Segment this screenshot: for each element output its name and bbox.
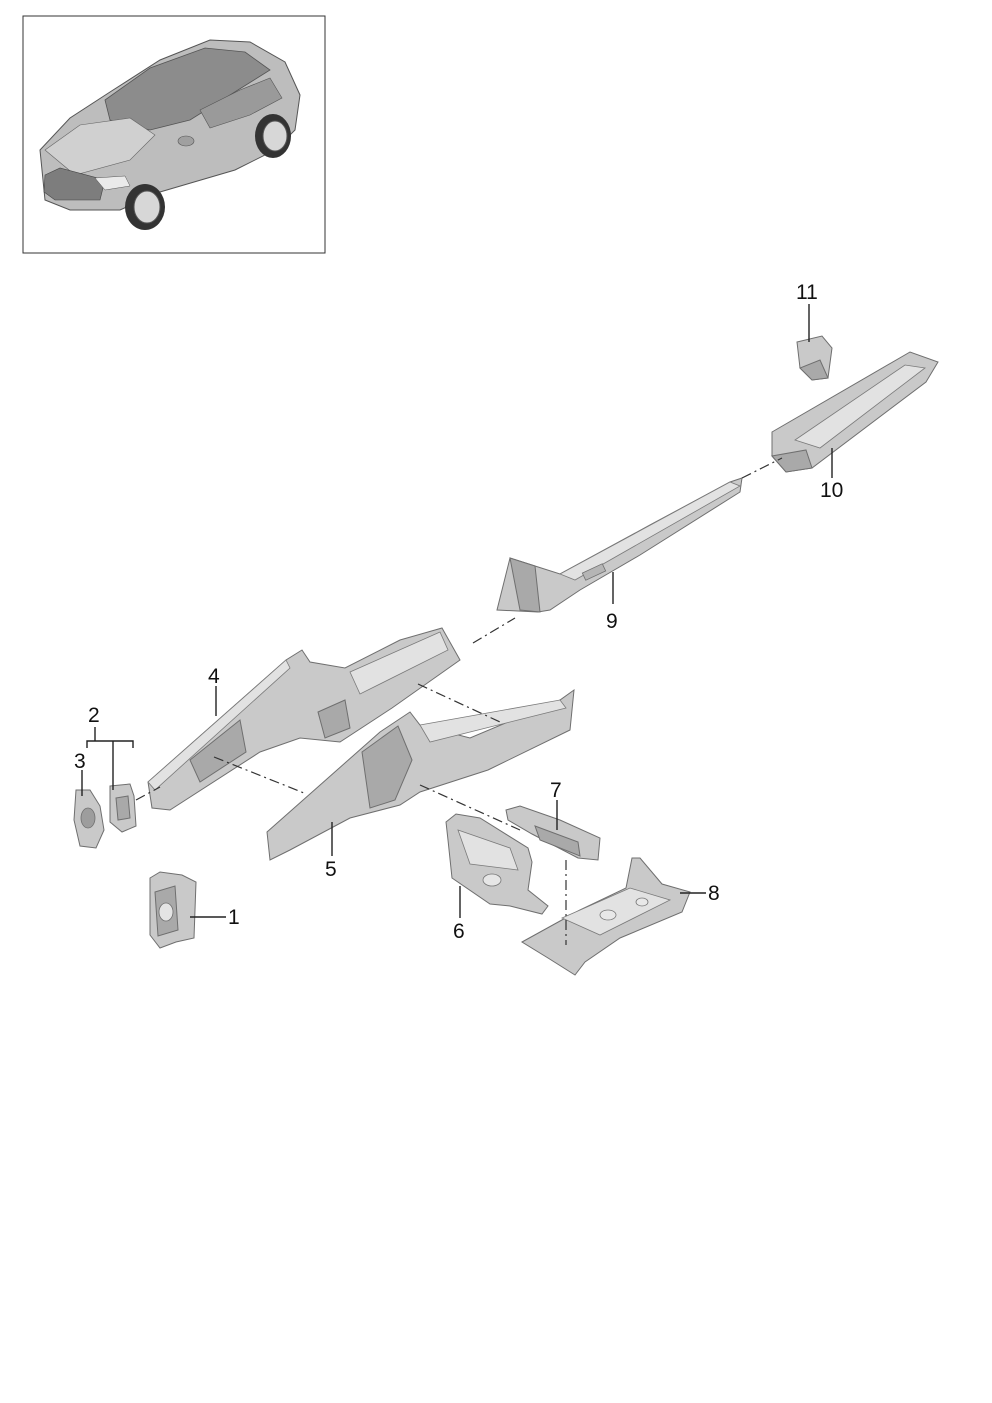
part-1-bracket	[149, 871, 197, 949]
part-6-floor-panel	[445, 813, 549, 915]
callout-4: 4	[208, 665, 220, 688]
callout-7: 7	[550, 779, 562, 802]
assembly-lines	[135, 457, 783, 945]
callout-labels: 1 2 3 4 5 6 7 8 9 10 11	[74, 281, 843, 943]
part-9-side-member	[496, 477, 743, 613]
callout-3: 3	[74, 750, 86, 773]
part-5-sill	[266, 688, 575, 861]
callout-1: 1	[228, 906, 240, 929]
callout-2: 2	[88, 704, 100, 727]
part-10-rear-member	[771, 351, 939, 473]
part-2-plate	[109, 783, 137, 833]
vehicle-thumbnail	[22, 15, 326, 254]
callout-8: 8	[708, 882, 720, 905]
callout-5: 5	[325, 858, 337, 881]
callout-6: 6	[453, 920, 465, 943]
leader-lines	[81, 304, 833, 918]
car-icon	[39, 39, 301, 230]
part-4-longitudinal	[147, 627, 461, 811]
part-7-reinforcement	[505, 805, 601, 861]
part-11-bracket	[796, 335, 833, 381]
callout-9: 9	[606, 610, 618, 633]
callout-11: 11	[796, 281, 818, 304]
part-8-rear-floor	[521, 857, 691, 976]
callout-10: 10	[820, 479, 843, 502]
part-3-plate	[73, 789, 105, 849]
